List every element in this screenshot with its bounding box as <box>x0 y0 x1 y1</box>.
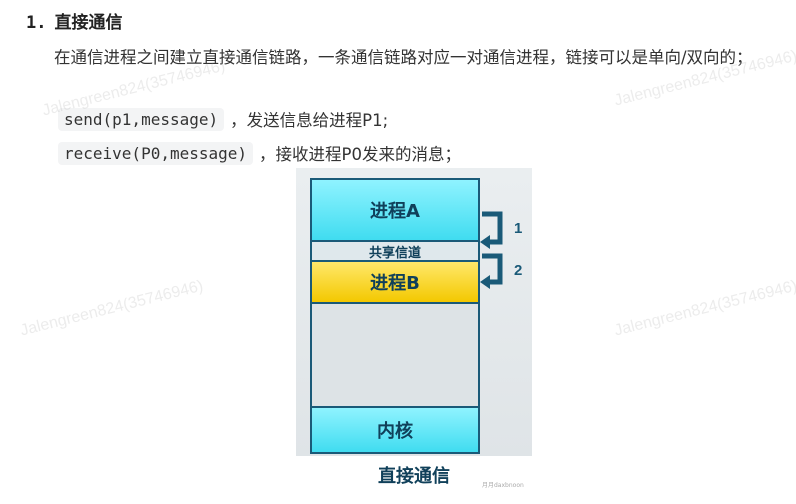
description-paragraph: 在通信进程之间建立直接通信链路，一条通信链路对应一对通信进程，链接可以是单向/双… <box>54 48 753 67</box>
receive-line: receive(P0,message) ，接收进程P0发来的消息； <box>58 141 461 165</box>
send-description: ，发送信息给进程P1; <box>230 111 389 130</box>
section-heading: 1. 直接通信 <box>26 8 122 33</box>
diagram-caption: 直接通信 <box>378 466 450 487</box>
empty-region <box>310 304 480 408</box>
section-number: 1. <box>26 13 47 33</box>
direct-communication-diagram: 进程A 共享信道 进程B 内核 1 2 <box>296 168 532 456</box>
process-b-box: 进程B <box>310 262 480 304</box>
arrow-label-2: 2 <box>514 262 523 279</box>
shared-channel-box: 共享信道 <box>310 242 480 262</box>
watermark: Jalengreen824(35746946) <box>18 277 205 340</box>
receive-code: receive(P0,message) <box>58 141 254 165</box>
send-code: send(p1,message) <box>58 107 225 131</box>
watermark: Jalengreen824(35746946) <box>612 277 796 340</box>
send-line: send(p1,message) ，发送信息给进程P1; <box>58 107 388 131</box>
process-a-box: 进程A <box>310 178 480 242</box>
arrow-icon <box>480 211 503 289</box>
kernel-box: 内核 <box>310 408 480 454</box>
arrow-label-1: 1 <box>514 220 523 237</box>
image-credit: 月月daxbnoon <box>482 482 524 489</box>
section-title: 直接通信 <box>54 13 123 33</box>
receive-description: ，接收进程P0发来的消息； <box>259 145 461 164</box>
